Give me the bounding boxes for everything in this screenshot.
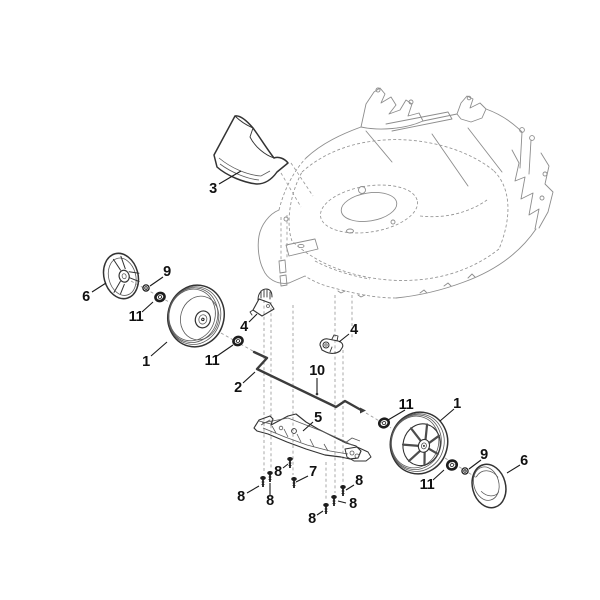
leader-line-8 xyxy=(282,463,289,469)
part-number-8: 8 xyxy=(237,489,245,505)
leader-line-1 xyxy=(439,408,455,422)
part-number-10: 10 xyxy=(309,363,325,379)
bearing-block-right-illustration xyxy=(319,334,344,354)
part-number-5: 5 xyxy=(314,410,322,426)
part-number-6: 6 xyxy=(82,289,90,305)
leader-line-9 xyxy=(468,459,482,470)
leader-line-6 xyxy=(91,282,107,293)
leader-line-8 xyxy=(337,500,347,504)
leader-line-4 xyxy=(248,313,258,323)
leader-line-8 xyxy=(345,484,355,491)
mounting-screws-illustration xyxy=(260,457,346,514)
part-number-1: 1 xyxy=(453,396,461,412)
leader-line-8 xyxy=(246,485,260,494)
part-number-8: 8 xyxy=(266,493,274,509)
mower-deck-illustration xyxy=(257,87,554,299)
leader-line-2 xyxy=(242,371,256,384)
leader-line-9 xyxy=(149,276,164,287)
screw-illustration xyxy=(323,503,329,514)
deflector-illustration xyxy=(213,115,289,185)
leader-line-11 xyxy=(141,301,154,313)
hub-screw-left-illustration xyxy=(142,284,150,292)
hub-screw-right-illustration xyxy=(461,467,469,475)
leader-lines xyxy=(91,170,521,516)
leader-line-11 xyxy=(387,409,406,421)
screw-illustration xyxy=(287,457,293,468)
part-number-8: 8 xyxy=(308,511,316,527)
part-number-2: 2 xyxy=(234,380,242,396)
leader-line-5 xyxy=(302,421,314,432)
part-number-8: 8 xyxy=(349,496,357,512)
part-number-9: 9 xyxy=(163,264,171,280)
part-number-7: 7 xyxy=(309,464,317,480)
screw-illustration xyxy=(260,476,266,487)
part-number-1: 1 xyxy=(142,354,150,370)
screw-illustration xyxy=(331,495,337,506)
bearing-block-left-illustration xyxy=(249,288,275,317)
washer-illustrations xyxy=(154,291,459,471)
part-number-8: 8 xyxy=(274,464,282,480)
wheel-cap-left-illustration xyxy=(102,252,140,300)
wheel-right-illustration xyxy=(389,411,449,475)
leader-line-7 xyxy=(295,475,309,483)
screw-illustration xyxy=(340,485,346,496)
part-number-3: 3 xyxy=(209,181,217,197)
wheel-cap-right-illustration xyxy=(471,463,507,509)
axle-rod-illustration xyxy=(252,350,366,414)
part-number-9: 9 xyxy=(480,447,488,463)
part-number-11: 11 xyxy=(419,477,435,493)
leader-line-1 xyxy=(150,341,168,357)
part-number-4: 4 xyxy=(240,319,248,335)
leader-line-3 xyxy=(218,170,242,185)
screw-illustration xyxy=(267,471,273,482)
leader-line-4 xyxy=(338,333,350,343)
leader-line-11 xyxy=(216,344,234,357)
leader-line-8 xyxy=(316,510,324,516)
part-number-11: 11 xyxy=(204,353,220,369)
axis-reference-dot xyxy=(315,392,319,396)
leader-line-6 xyxy=(506,464,521,474)
part-number-11: 11 xyxy=(398,397,414,413)
part-number-4: 4 xyxy=(350,322,358,338)
lower-housing-illustration xyxy=(253,413,372,462)
leader-line-11 xyxy=(432,469,445,481)
part-number-6: 6 xyxy=(520,453,528,469)
part-number-11: 11 xyxy=(128,309,144,325)
wheel-left-illustration xyxy=(167,284,225,348)
screw-illustration xyxy=(291,477,297,488)
part-number-8: 8 xyxy=(355,473,363,489)
